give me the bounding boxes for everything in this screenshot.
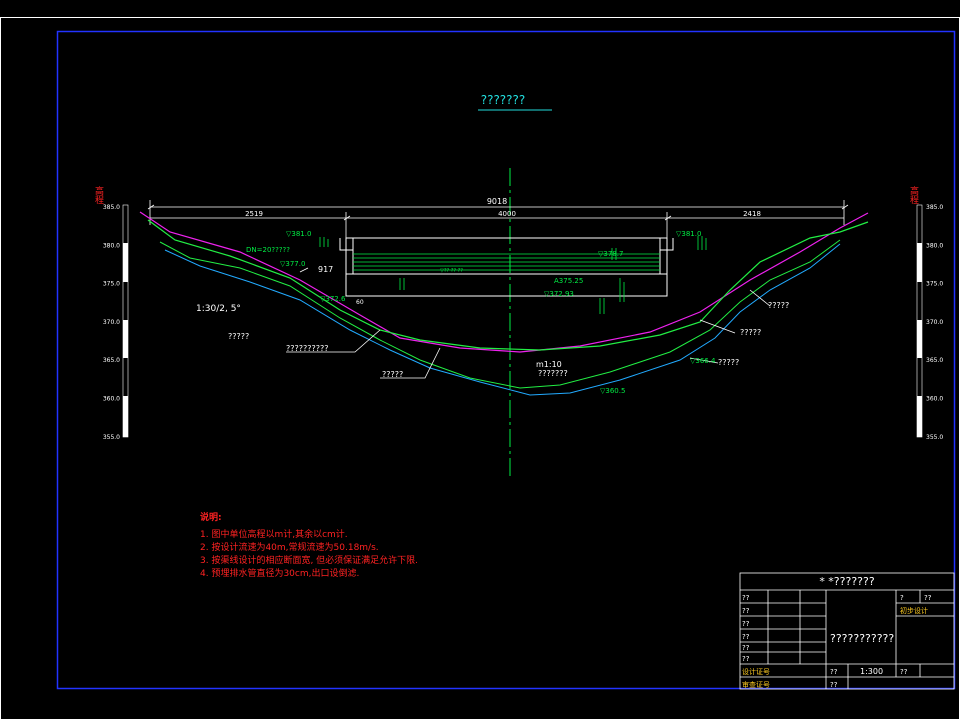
bedrock-line-cyan (164, 243, 841, 396)
bottom-elev: ▽360.5 (600, 387, 625, 395)
right-elev-366: ▽366.4 (690, 357, 716, 365)
tb-scale-label: ?? (830, 668, 838, 676)
tb-top-right-a: ? (900, 594, 904, 602)
tb-date-label: ?? (900, 668, 908, 676)
right-scale-tick-1: 380.0 (926, 242, 943, 249)
ground-line-green (147, 219, 869, 351)
dim-right: 2418 (743, 210, 761, 218)
inner-frame (56, 30, 956, 690)
ground-line-magenta (139, 211, 869, 353)
dim-left: 2519 (245, 210, 263, 218)
right-scale-label: 高程 (908, 185, 919, 205)
left-elev-372: ▽372.6 (320, 295, 346, 303)
right-scale-tick-4: 365.0 (926, 357, 943, 364)
left-scale-tick-4: 365.0 (103, 357, 120, 364)
tb-review-no: 审查证号 (742, 680, 770, 689)
left-scale-tick-2: 375.0 (103, 281, 120, 288)
tb-design-stage: 初步设计 (900, 606, 928, 615)
dim-mid: 4000 (498, 210, 516, 218)
left-scale-tick-5: 360.0 (103, 396, 120, 403)
left-scale-tick-1: 380.0 (103, 242, 120, 249)
right-note: ????? (718, 358, 739, 367)
ground-line-green-lower (159, 239, 841, 389)
tb-row-3: ?? (742, 620, 750, 628)
center-flow: m1:10 (536, 360, 562, 369)
left-scale-tick-6: 355.0 (103, 434, 120, 441)
left-scale-tick-3: 370.0 (103, 319, 120, 326)
right-scale-tick-5: 360.0 (926, 396, 943, 403)
dimension-lines (147, 200, 849, 238)
left-scale-label: 高程 (93, 185, 104, 205)
center-note: ??????? (538, 369, 568, 378)
elevation-marks (319, 236, 707, 314)
a-label: A375.25 (554, 277, 583, 285)
tb-top-right-c: ?? (924, 594, 932, 602)
tb-sheet-label: ?? (830, 681, 838, 689)
dim-917: 917 (318, 265, 333, 274)
left-elev-377: ▽377.0 (280, 260, 305, 268)
note-2: 2. 按设计流速为40m,常规流速为50.18m/s. (200, 541, 379, 553)
tb-row-4: ?? (742, 633, 750, 641)
drawing-title: ??????? (481, 93, 526, 107)
leader-lines (286, 267, 771, 379)
title-block (739, 572, 955, 690)
left-note1: ????? (228, 332, 249, 341)
tb-row-1: ?? (742, 594, 750, 602)
right-scale-tick-0: 385.0 (926, 204, 943, 211)
right-top-elev: ▽381.0 (676, 230, 701, 238)
tb-row-2: ?? (742, 607, 750, 615)
right-scale-tick-6: 355.0 (926, 434, 943, 441)
left-callout: ?????????? (286, 344, 328, 353)
deck-text-mid: ▽?? ?? ?? (440, 268, 463, 274)
left-callout2: ????? (382, 370, 403, 379)
dim-total: 9018 (487, 197, 507, 206)
right-scale-tick-2: 375.0 (926, 281, 943, 288)
note-4: 4. 预埋排水管直径为30cm,出口设倒滤. (200, 567, 359, 579)
note-1: 1. 图中单位高程以m计,其余以cm计. (200, 528, 348, 540)
outer-frame (0, 17, 960, 720)
tb-design-no: 设计证号 (742, 667, 770, 676)
right-callout1: ????? (740, 328, 761, 337)
tb-scale-value: 1:300 (860, 667, 883, 676)
deck-layers (353, 253, 660, 271)
right-callout2: ????? (768, 301, 789, 310)
elev-37293: ▽372.93 (544, 290, 574, 298)
right-scale-tick-3: 370.0 (926, 319, 943, 326)
tb-drawing-name: ??????????? (830, 632, 894, 645)
note-3: 3. 按渠线设计的相应断面宽, 但必须保证满足允许下限. (200, 554, 418, 566)
left-elevation-scale: 高程 (93, 185, 129, 438)
left-top-elev: ▽381.0 (286, 230, 311, 238)
tb-row-6: ?? (742, 655, 750, 663)
dim-60: 60 (356, 299, 364, 306)
title-block-header: * *??????? (819, 575, 875, 588)
tb-row-5: ?? (742, 644, 750, 652)
dn-pipe-label: DN=20????? (246, 246, 290, 254)
left-scale-tick-0: 385.0 (103, 204, 120, 211)
right-elevation-scale: 高程 (908, 185, 923, 438)
deck-elev: ▽378.7 (598, 250, 623, 258)
side-rate: 1:30/2, 5° (196, 304, 241, 314)
culvert-structure (339, 237, 674, 297)
notes-heading: 说明: (200, 511, 222, 523)
